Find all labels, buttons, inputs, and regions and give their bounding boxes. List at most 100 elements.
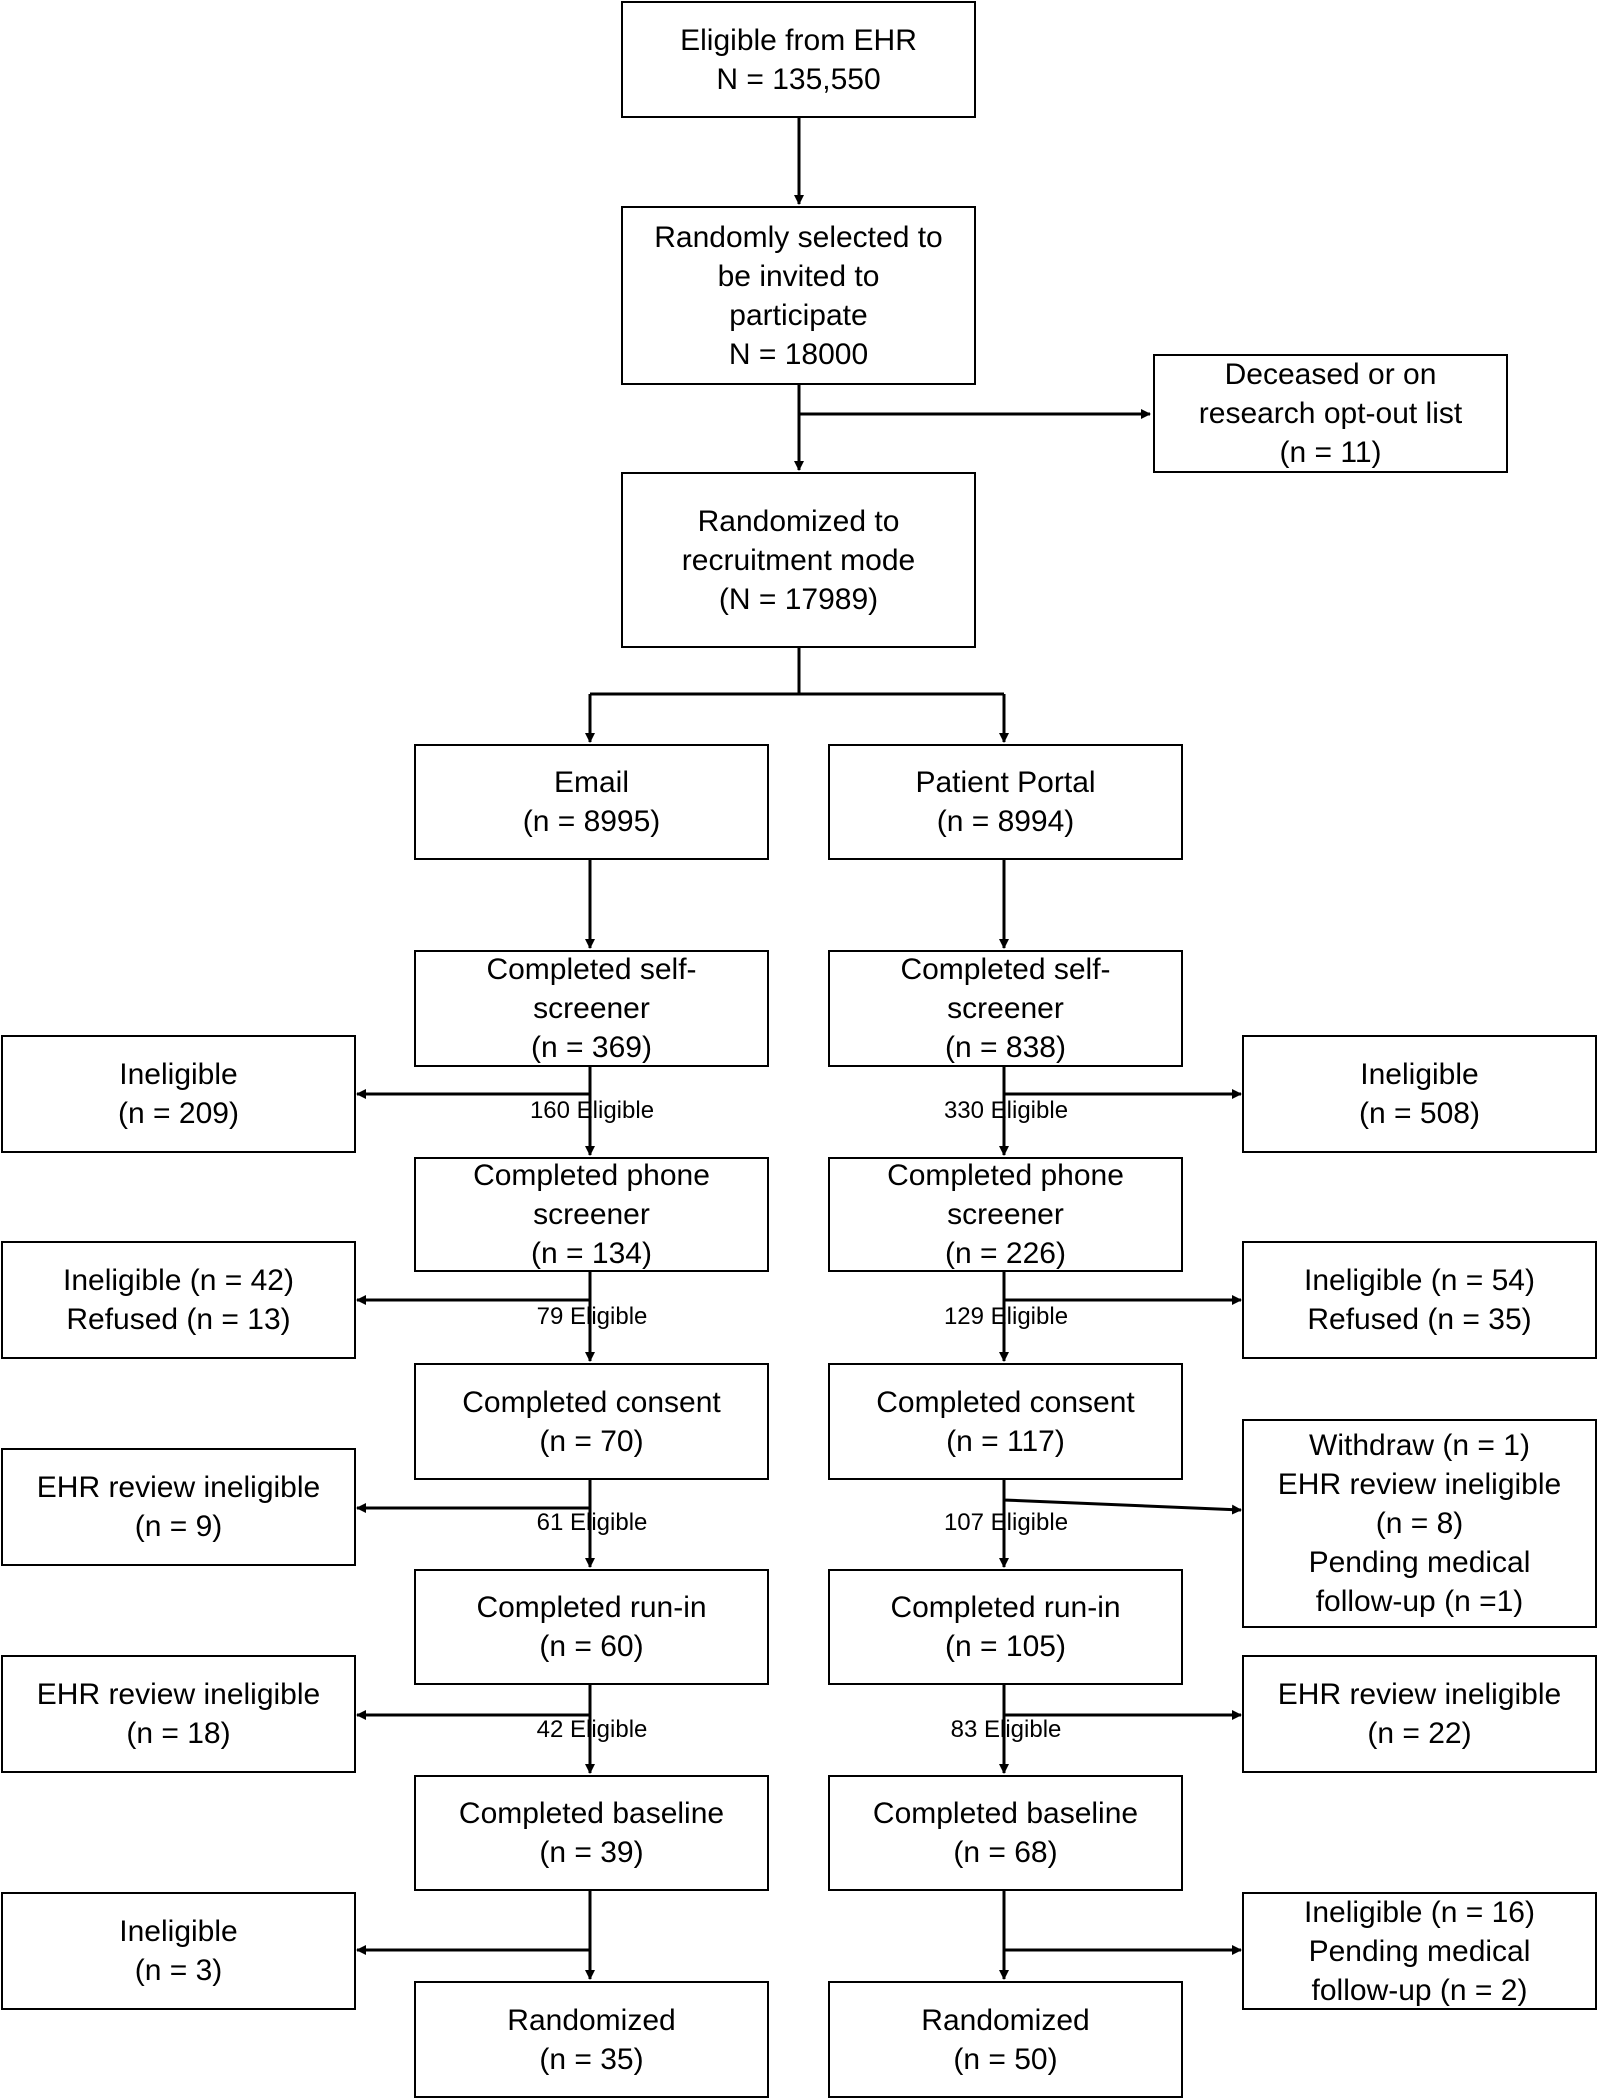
label-portal-consent-eligible: 107 Eligible bbox=[943, 1509, 1069, 1536]
box-text-line: Ineligible bbox=[1360, 1058, 1479, 1091]
box-text-line: Completed run-in bbox=[476, 1591, 707, 1624]
label-portal-self-eligible: 330 Eligible bbox=[943, 1097, 1069, 1124]
box-text-line: (n = 226) bbox=[945, 1237, 1066, 1270]
box-text-line: follow-up (n =1) bbox=[1315, 1585, 1524, 1618]
label-portal-phone-eligible: 129 Eligible bbox=[943, 1303, 1069, 1330]
box-email-ehr-review-ineligible-1: EHR review ineligible (n = 9) bbox=[1, 1448, 356, 1566]
box-text-line: Completed self- bbox=[486, 953, 697, 986]
box-text-line: participate bbox=[729, 298, 868, 332]
box-text-line: Completed baseline bbox=[458, 1797, 725, 1830]
box-text-line: (n = 35) bbox=[539, 2042, 644, 2076]
box-text-line: (n = 22) bbox=[1367, 1717, 1472, 1750]
box-email-completed-consent: Completed consent (n = 70) bbox=[414, 1363, 769, 1480]
box-text-line: (n = 70) bbox=[539, 1424, 644, 1458]
box-text-line: Ineligible bbox=[119, 1058, 238, 1091]
box-email-ineligible-self: Ineligible (n = 209) bbox=[1, 1035, 356, 1153]
box-text-line: Refused (n = 13) bbox=[66, 1303, 291, 1336]
box-portal-completed-run-in: Completed run-in(n = 105) bbox=[828, 1569, 1183, 1685]
box-text-line: Pending medical bbox=[1308, 1546, 1531, 1579]
box-text-line: (n = 8994) bbox=[936, 805, 1075, 838]
box-patient-portal: Patient Portal(n = 8994) bbox=[828, 744, 1183, 860]
box-text-line: (n = 50) bbox=[953, 2042, 1058, 2076]
box-portal-completed-consent: Completed consent (n = 117) bbox=[828, 1363, 1183, 1480]
box-text-line: Eligible from EHR bbox=[680, 23, 917, 57]
box-text-line: (n = 134) bbox=[531, 1237, 652, 1270]
box-randomized-recruitment-mode: Randomized to recruitment mode (N = 17989) bbox=[621, 472, 976, 648]
box-portal-withdraw-ehr-pending: Withdraw (n = 1) EHR review ineligible (n … bbox=[1242, 1419, 1597, 1628]
box-text-line: Completed baseline bbox=[872, 1797, 1139, 1830]
box-email-completed-phone-screener: Completed phone screener (n = 134) bbox=[414, 1157, 769, 1272]
box-text-line: Refused (n = 35) bbox=[1307, 1303, 1532, 1336]
box-text-line: Completed run-in bbox=[890, 1591, 1121, 1624]
box-text-line: (n = 11) bbox=[1279, 436, 1382, 469]
box-deceased-opt-out: Deceased or on research opt-out list (n = … bbox=[1153, 354, 1508, 473]
box-text-line: be invited to bbox=[717, 259, 880, 293]
box-text-line: (n = 18) bbox=[126, 1717, 231, 1750]
box-text-line: Withdraw (n = 1) bbox=[1309, 1429, 1530, 1462]
box-text-line: Email bbox=[553, 766, 629, 799]
box-eligible-from-ehr: Eligible from EHR N = 135,550 bbox=[621, 1, 976, 118]
box-text-line: Completed phone bbox=[473, 1159, 710, 1192]
box-text-line: screener bbox=[947, 1198, 1064, 1231]
box-text-line: screener bbox=[947, 992, 1064, 1025]
box-text-line: Randomly selected to bbox=[654, 220, 943, 254]
box-text-line: EHR review ineligible bbox=[1277, 1468, 1562, 1501]
box-text-line: (n = 838) bbox=[945, 1031, 1066, 1064]
box-text-line: research opt-out list bbox=[1198, 397, 1463, 430]
box-portal-ehr-review-ineligible-2: EHR review ineligible (n = 22) bbox=[1242, 1655, 1597, 1773]
box-text-line: Randomized bbox=[921, 2003, 1090, 2037]
box-text-line: Ineligible (n = 54) bbox=[1304, 1264, 1535, 1297]
box-email: Email (n = 8995) bbox=[414, 744, 769, 860]
box-text-line: follow-up (n = 2) bbox=[1311, 1973, 1528, 2007]
box-email-ineligible-refused: Ineligible (n = 42) Refused (n = 13) bbox=[1, 1241, 356, 1359]
box-text-line: Ineligible (n = 16) bbox=[1304, 1895, 1535, 1929]
label-email-phone-eligible: 79 Eligible bbox=[536, 1303, 648, 1330]
box-text-line: (n = 369) bbox=[531, 1031, 652, 1064]
box-text-line: Deceased or on bbox=[1224, 358, 1437, 391]
box-text-line: Pending medical bbox=[1308, 1934, 1531, 1968]
box-email-completed-run-in: Completed run-in (n = 60) bbox=[414, 1569, 769, 1685]
box-email-randomized: Randomized (n = 35) bbox=[414, 1981, 769, 2098]
box-text-line: (n = 68) bbox=[953, 1836, 1058, 1869]
box-portal-completed-baseline: Completed baseline (n = 68) bbox=[828, 1775, 1183, 1891]
box-text-line: (n = 508) bbox=[1359, 1097, 1480, 1130]
box-email-completed-self-screener: Completed self-screener (n = 369) bbox=[414, 950, 769, 1067]
box-text-line: Ineligible (n = 42) bbox=[63, 1264, 294, 1297]
box-text-line: Completed consent bbox=[462, 1385, 721, 1419]
box-text-line: EHR review ineligible bbox=[36, 1678, 321, 1711]
box-text-line: (n = 60) bbox=[539, 1630, 644, 1663]
box-portal-completed-self-screener: Completed self-screener (n = 838) bbox=[828, 950, 1183, 1067]
box-randomly-selected: Randomly selected to be invited to partici… bbox=[621, 206, 976, 385]
box-text-line: (n = 8) bbox=[1375, 1507, 1464, 1540]
box-text-line: N = 135,550 bbox=[716, 62, 881, 96]
box-text-line: Completed consent bbox=[876, 1385, 1135, 1419]
arrow-portal-consent-to-withdraw bbox=[1002, 1480, 1242, 1515]
box-text-line: recruitment mode bbox=[681, 543, 916, 577]
box-text-line: EHR review ineligible bbox=[1277, 1678, 1562, 1711]
box-text-line: (n = 9) bbox=[134, 1510, 223, 1543]
box-text-line: screener bbox=[533, 992, 650, 1025]
box-text-line: (n = 8995) bbox=[522, 805, 661, 838]
box-portal-ineligible-pending: Ineligible (n = 16) Pending medical follow… bbox=[1242, 1892, 1597, 2010]
box-text-line: Ineligible bbox=[119, 1915, 238, 1948]
box-text-line: (N = 17989) bbox=[718, 582, 879, 616]
box-portal-ineligible-refused: Ineligible (n = 54) Refused (n = 35) bbox=[1242, 1241, 1597, 1359]
box-email-completed-baseline: Completed baseline (n = 39) bbox=[414, 1775, 769, 1891]
box-text-line: N = 18000 bbox=[728, 337, 869, 371]
box-email-ehr-review-ineligible-2: EHR review ineligible (n = 18) bbox=[1, 1655, 356, 1773]
box-text-line: EHR review ineligible bbox=[36, 1471, 321, 1504]
label-email-runin-eligible: 42 Eligible bbox=[536, 1716, 648, 1743]
box-text-line: Completed self- bbox=[900, 953, 1111, 986]
box-text-line: (n = 3) bbox=[134, 1954, 223, 1987]
box-text-line: Randomized to bbox=[697, 504, 900, 538]
box-text-line: screener bbox=[533, 1198, 650, 1231]
box-text-line: (n = 117) bbox=[946, 1424, 1065, 1458]
box-portal-ineligible-self: Ineligible (n = 508) bbox=[1242, 1035, 1597, 1153]
box-text-line: (n = 209) bbox=[118, 1097, 239, 1130]
label-email-self-eligible: 160 Eligible bbox=[529, 1097, 655, 1124]
box-text-line: (n = 39) bbox=[539, 1836, 644, 1869]
box-text-line: Randomized bbox=[507, 2003, 676, 2037]
box-portal-randomized: Randomized (n = 50) bbox=[828, 1981, 1183, 2098]
